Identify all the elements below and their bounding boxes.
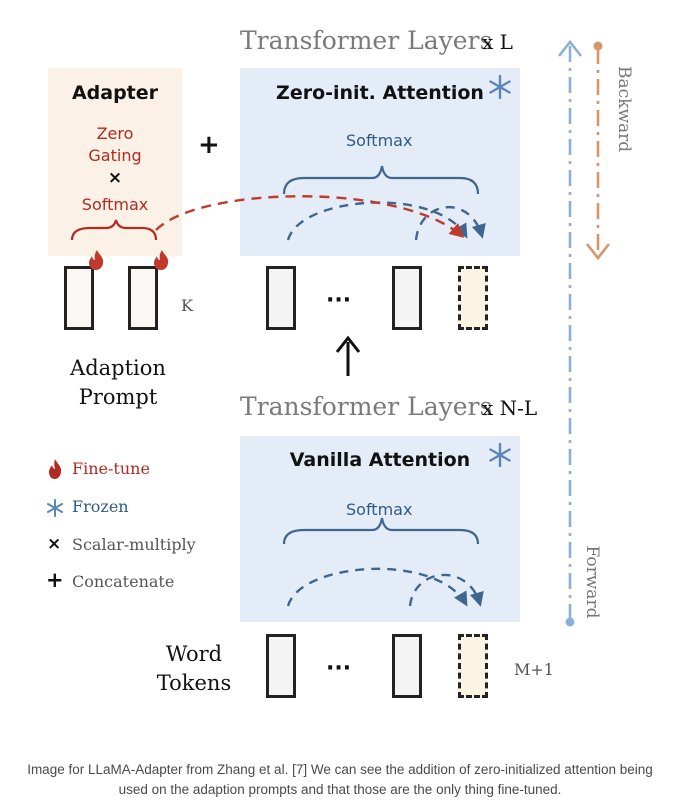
legend-label: Frozen: [72, 497, 129, 516]
attention-arrow: [414, 206, 486, 241]
adapter-brace: [70, 219, 158, 241]
concat-plus: +: [198, 130, 220, 160]
legend-item-fine-tune: Fine-tune: [46, 458, 306, 482]
hidden-token: [392, 266, 422, 330]
snowflake-icon: [489, 74, 511, 100]
bottom-softmax: Softmax: [346, 500, 413, 519]
adaption-prompt-line1: Adaption: [70, 356, 166, 380]
vanilla-attention-title: Vanilla Attention: [289, 449, 471, 471]
adapter-gating: Gating: [88, 146, 142, 165]
flame-icon: [154, 250, 169, 270]
figure-caption: Image for LLaMA-Adapter from Zhang et al…: [0, 760, 680, 800]
hidden-token: [266, 266, 296, 330]
bottom-layers-label: Transformer Layers: [240, 392, 493, 421]
top-ellipsis: ···: [326, 288, 352, 313]
flame-icon: [49, 459, 62, 479]
attention-arrow: [286, 567, 468, 607]
adaption-prompt-label: Adaption Prompt: [58, 354, 178, 412]
attention-arrow: [286, 201, 468, 241]
adapter-zero: Zero: [96, 124, 134, 143]
forward-label: Forward: [582, 545, 602, 619]
backward-arrow: [585, 41, 611, 261]
snowflake-icon: [489, 442, 511, 468]
legend-item-concatenate: + Concatenate: [46, 568, 306, 595]
word-tokens-line1: Word: [165, 642, 223, 666]
bottom-softmax-brace: [282, 517, 480, 545]
attention-arrow: [408, 573, 484, 607]
adaption-prompt-token: [128, 266, 158, 330]
zero-init-attention-title: Zero-init. Attention: [276, 82, 484, 104]
word-token: [392, 634, 422, 698]
plus-icon: +: [46, 568, 64, 592]
legend-label: Concatenate: [72, 572, 175, 591]
backward-label: Backward: [614, 66, 634, 153]
up-arrow: [335, 335, 361, 376]
caption-line1: Image for LLaMA-Adapter from Zhang et al…: [27, 762, 653, 777]
multiply-icon: ×: [47, 534, 62, 554]
top-softmax-brace: [282, 165, 480, 195]
word-token-dashed: [458, 634, 488, 698]
legend-item-scalar-multiply: × Scalar-multiply: [46, 534, 306, 558]
k-label: K: [181, 296, 193, 315]
bottom-ellipsis: ···: [326, 656, 352, 681]
word-token: [266, 634, 296, 698]
adaption-prompt-token: [64, 266, 94, 330]
flame-icon: [89, 250, 104, 270]
caption-line2: used on the adaption prompts and that th…: [118, 782, 562, 797]
legend-label: Fine-tune: [72, 459, 150, 478]
snowflake-icon: [47, 499, 63, 517]
adaption-prompt-line2: Prompt: [78, 385, 158, 409]
adapter-softmax: Softmax: [81, 195, 149, 214]
bottom-layers-count: x N-L: [482, 396, 538, 420]
top-softmax: Softmax: [346, 131, 413, 150]
top-layers-count: x L: [482, 30, 513, 54]
word-tokens-line2: Tokens: [156, 671, 232, 695]
word-tokens-label: Word Tokens: [136, 640, 252, 698]
forward-arrow: [557, 39, 583, 627]
top-layers-label: Transformer Layers: [240, 26, 493, 55]
m-plus-one-label: M+1: [514, 660, 554, 679]
legend-item-frozen: Frozen: [46, 496, 306, 520]
adapter-title: Adapter: [71, 82, 159, 104]
new-token-dashed: [458, 266, 488, 330]
multiply-symbol: ×: [107, 168, 123, 188]
legend-label: Scalar-multiply: [72, 535, 196, 554]
